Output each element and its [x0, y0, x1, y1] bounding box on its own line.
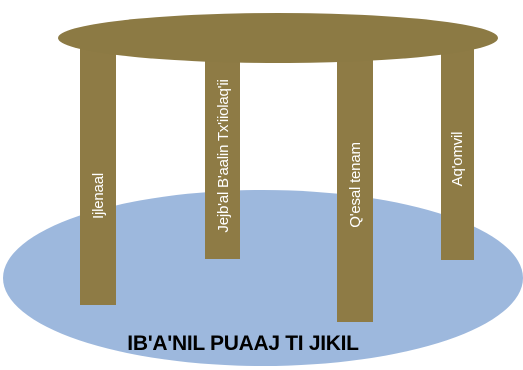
- pillar-jejbal: [205, 48, 240, 259]
- pillar-ijlenaal: [80, 48, 116, 305]
- pillar-aqomvil: [441, 48, 474, 260]
- base-ellipse: [3, 190, 523, 366]
- pillar-label-1: Ijlenaal: [90, 173, 107, 219]
- table-top: [58, 13, 498, 63]
- pillar-label-3: Q'esal tenam: [347, 142, 364, 228]
- base-title: IB'A'NIL PUAAJ TI JIKIL: [127, 332, 359, 355]
- pillar-label-4: Aq'omvil: [449, 132, 466, 187]
- pillar-label-2: Jejb'al B'aalin Tx'iiolaq'ii: [215, 79, 232, 232]
- pillar-qesal-tenam: [337, 48, 373, 322]
